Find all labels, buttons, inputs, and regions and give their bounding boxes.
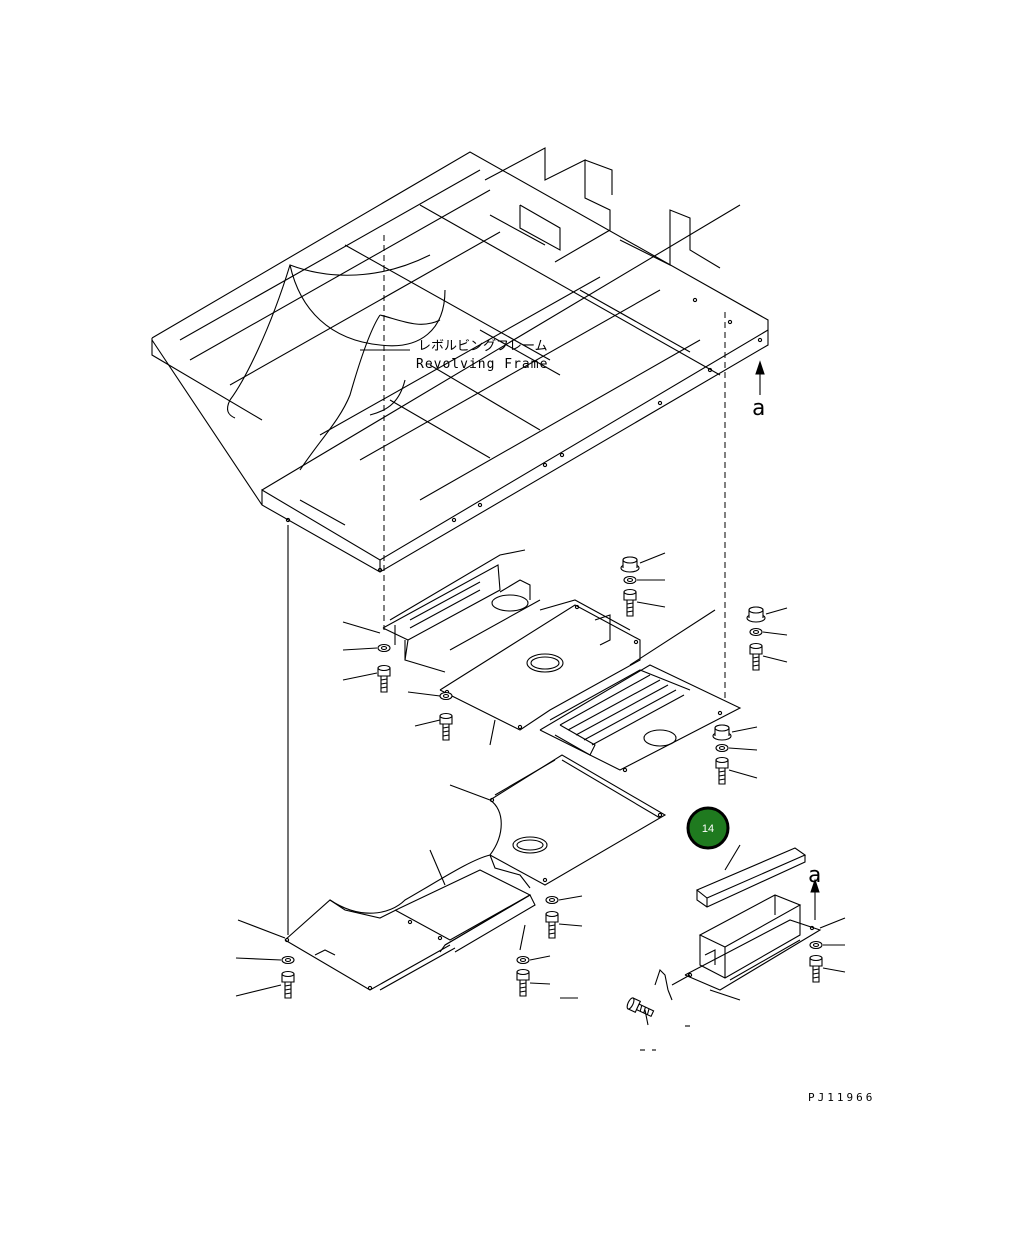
fastener-group-center-lower [545,895,582,939]
lower-cover [238,850,535,990]
battery-box [685,895,820,1000]
washer-icon [439,691,453,701]
fastener-group-left-center [408,691,453,741]
view-arrow-a-lower: a [808,863,821,920]
fastener-group-box-front [625,970,690,1050]
upper-cover-left [383,550,540,672]
bolt-icon [809,954,823,983]
fastener-group-top-right [746,606,787,671]
frame-label-en: Revolving Frame [416,357,548,372]
washer-icon [281,955,295,965]
cap-icon [712,724,732,741]
revolving-frame: レボルビングフレーム Revolving Frame [152,148,768,572]
bolt-icon [439,712,453,741]
bolt-icon [516,968,530,997]
middle-cover [450,755,665,888]
callout-circle[interactable] [688,808,728,848]
upper-cover-right [540,610,740,772]
alignment-lines [288,235,725,935]
cover-plate-item-14 [697,845,805,907]
view-label-a-lower: a [808,863,821,888]
fastener-group-bottom-left [236,955,295,999]
washer-icon [623,575,637,585]
washer-icon [715,743,729,753]
bolt-icon [281,970,295,999]
fastener-group-top-center [620,553,665,617]
bolt-icon [749,642,763,671]
washer-icon [545,895,559,905]
drawing-code: PJ11966 [808,1091,875,1104]
washer-icon [377,643,391,653]
fastener-group-bottom-center [516,925,578,998]
bolt-icon [625,996,656,1020]
upper-cover-center [440,600,640,745]
bolt-icon [377,664,391,693]
cap-icon [620,556,640,573]
fastener-group-right-middle [712,724,757,785]
view-label-a-upper: a [752,396,765,421]
fastener-group-left-upper [343,622,391,693]
washer-icon [516,955,530,965]
frame-label-jp: レボルビングフレーム [418,339,548,354]
cap-icon [746,606,766,623]
callout-14[interactable]: 14 [688,808,728,848]
fastener-group-box-right [809,918,845,983]
bolt-icon [715,756,729,785]
washer-icon [749,627,763,637]
bolt-icon [545,910,559,939]
washer-icon [809,940,823,950]
view-arrow-a-upper: a [752,362,765,421]
bolt-icon [623,588,637,617]
callout-number: 14 [702,823,714,835]
